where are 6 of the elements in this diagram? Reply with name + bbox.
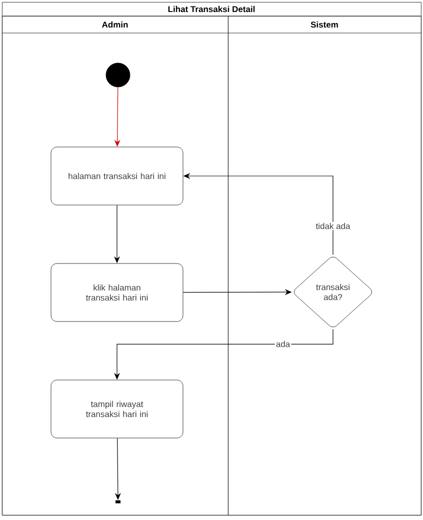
edge-label: ada: [274, 340, 292, 348]
activity-box: halaman transaksi hari ini: [50, 146, 184, 206]
activity-box: klik halaman transaksi hari ini: [50, 263, 184, 322]
activity-box: tampil riwayat transaksi hari ini: [50, 380, 184, 438]
start-circle: [106, 62, 130, 88]
edge-label: tidak ada: [314, 222, 352, 230]
